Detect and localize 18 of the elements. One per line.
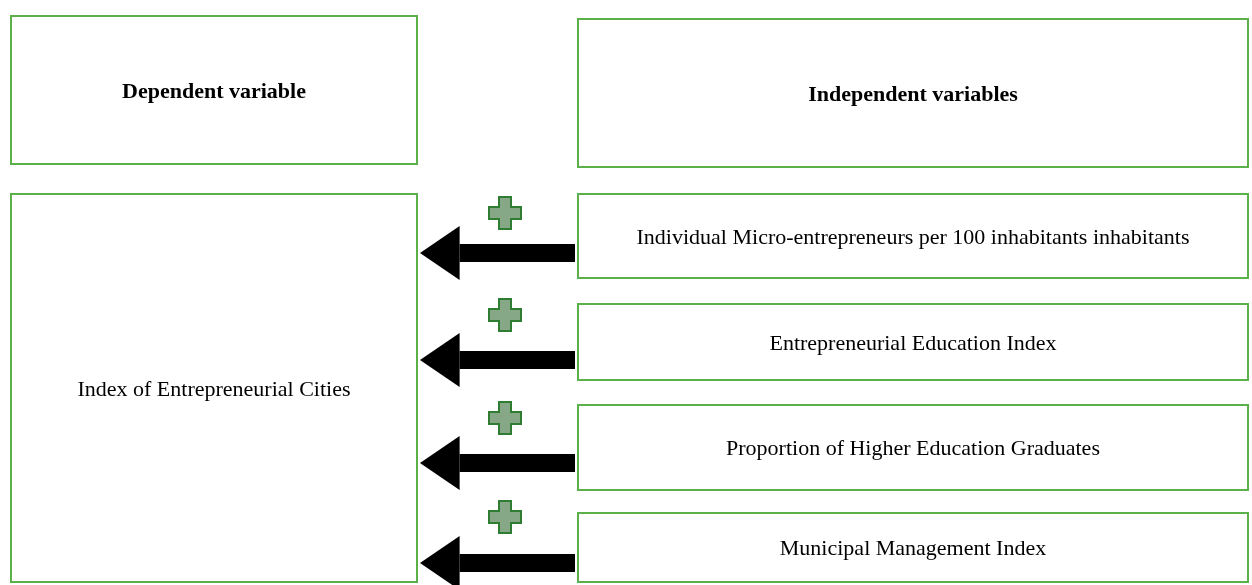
variable-box	[10, 193, 418, 583]
variable-text: Proportion of Higher Education Graduates	[726, 434, 1100, 462]
variable-box	[577, 404, 1249, 491]
thick-arrow	[420, 226, 575, 280]
variable-text: Municipal Management Index	[779, 534, 1047, 562]
thick-arrow	[420, 436, 575, 490]
variable-text: Entrepreneurial Education Index	[769, 328, 1057, 357]
variable-text: Individual Micro-entrepreneurs per 100 inhabitants inhabitants	[636, 222, 1190, 251]
variable-box	[577, 193, 1249, 279]
variable-text: Index of Entrepreneurial Cities	[77, 374, 351, 403]
variable-box	[577, 512, 1249, 583]
header-box	[10, 15, 418, 165]
thick-arrow	[420, 536, 575, 585]
header-box	[577, 18, 1249, 168]
variable-box	[577, 303, 1249, 381]
header-text: Independent variables	[808, 79, 1018, 108]
header-text: Dependent variable	[122, 76, 306, 105]
thick-arrow	[420, 333, 575, 387]
